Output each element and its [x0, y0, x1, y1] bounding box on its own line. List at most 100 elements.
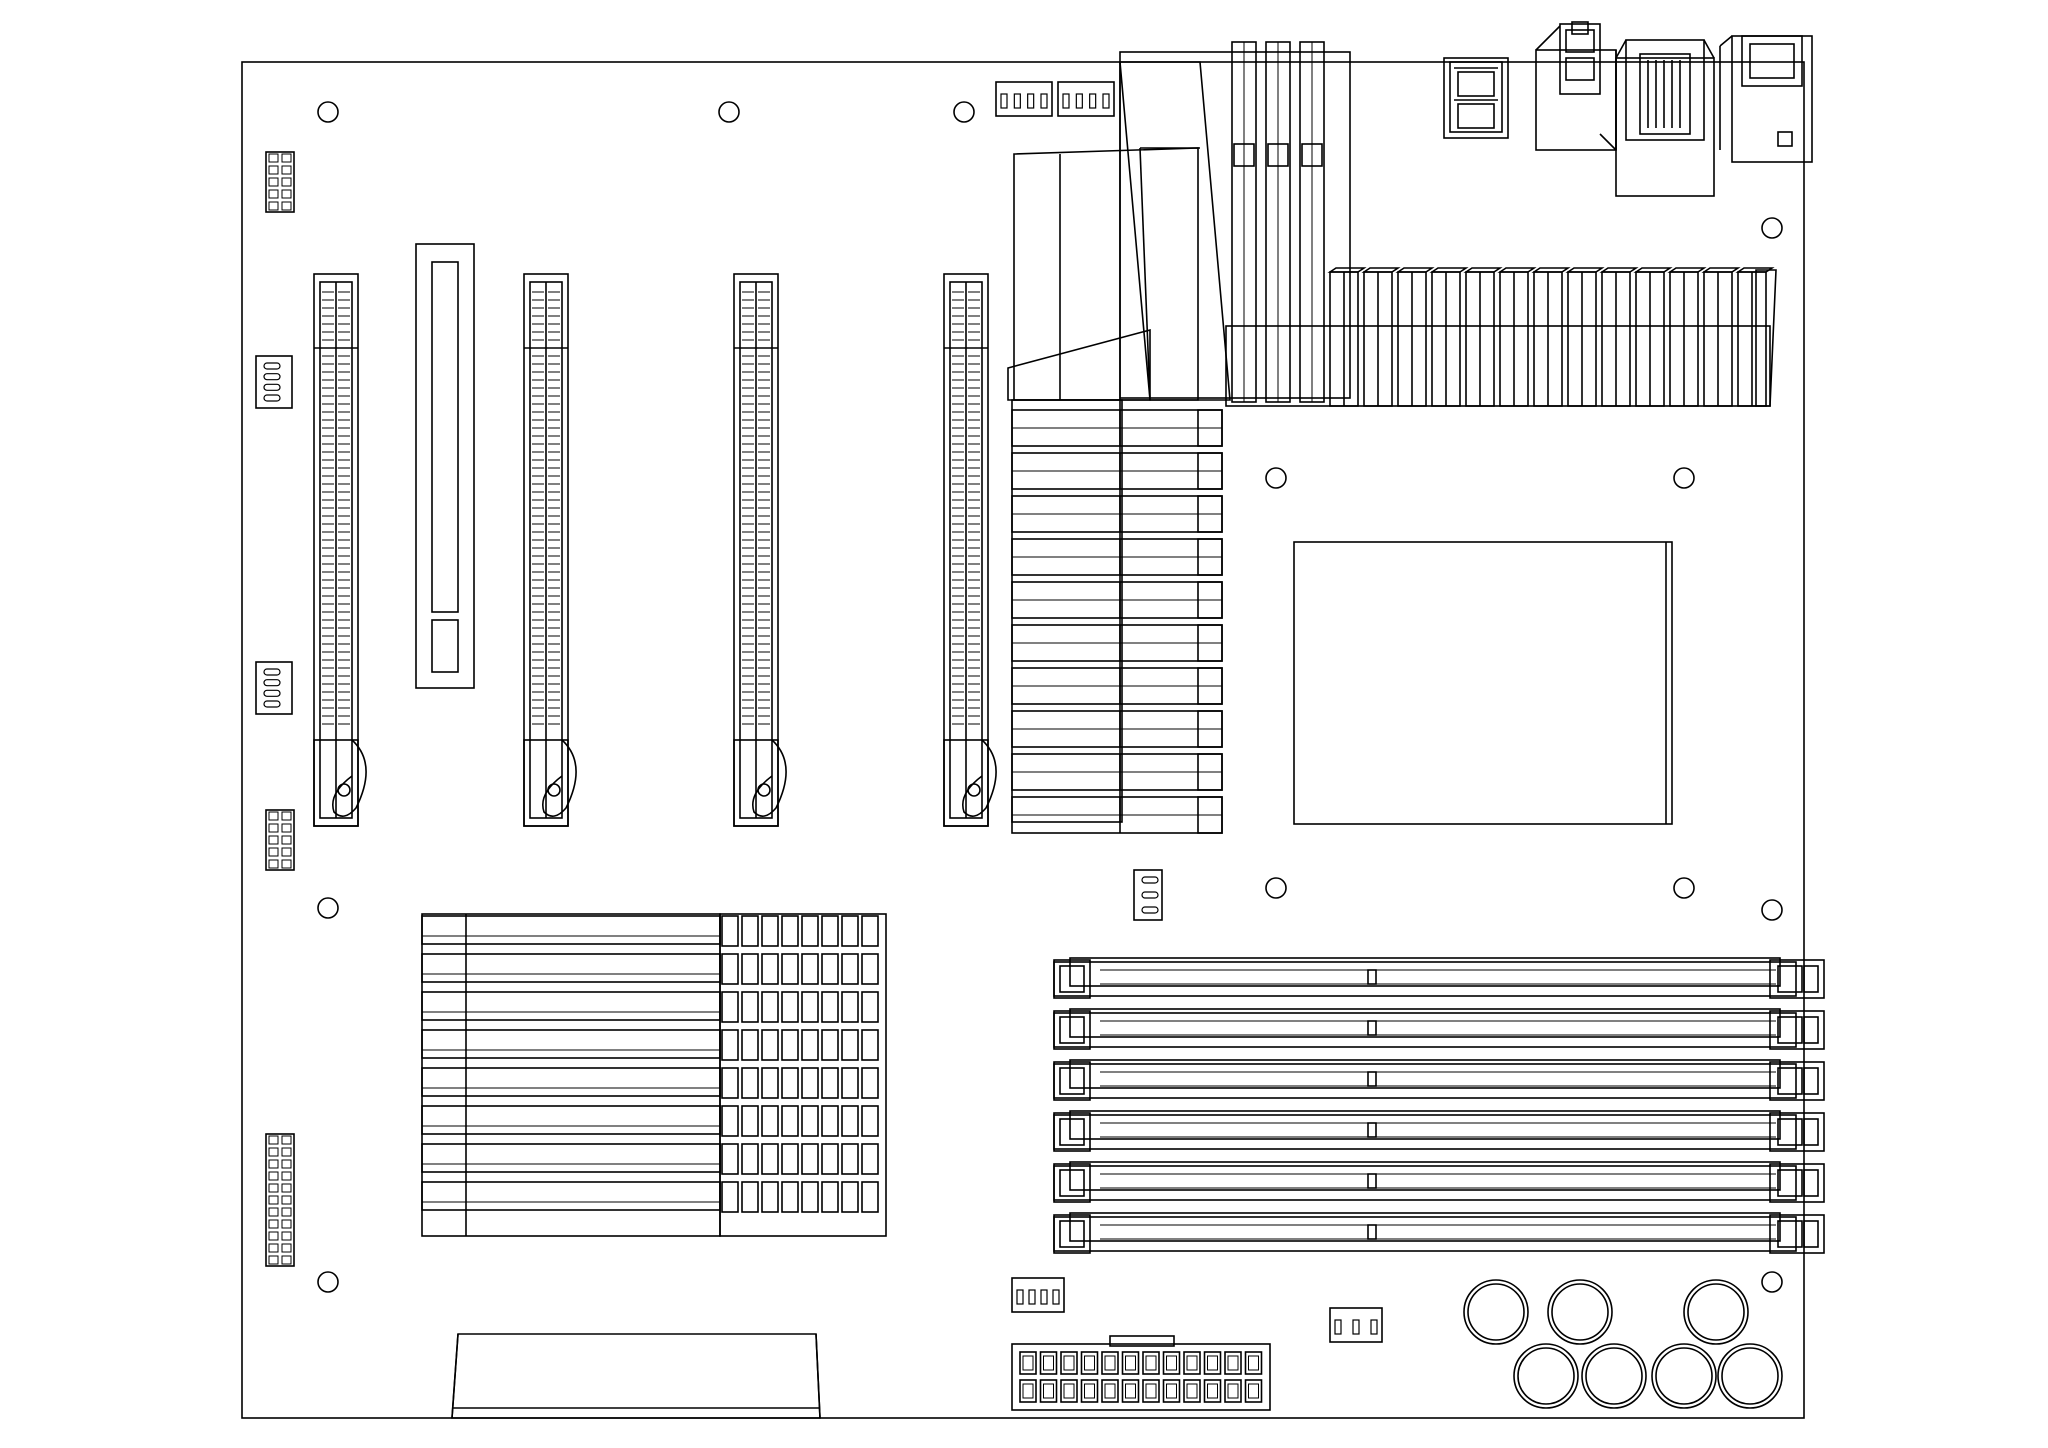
power-pin	[1244, 1379, 1263, 1403]
vrm-fin	[1011, 409, 1223, 447]
vrm-fin	[1011, 753, 1223, 791]
power-pin	[1121, 1351, 1140, 1375]
dimm-slot	[1053, 1161, 1825, 1203]
io-ports	[1443, 21, 1813, 197]
vrm-fin	[1701, 267, 1741, 407]
mounting-hole	[1265, 877, 1287, 899]
dimm-latch	[1769, 1163, 1825, 1203]
capacitor	[1463, 1279, 1529, 1345]
fan-header	[1329, 1307, 1383, 1343]
vrm-base	[1225, 325, 1771, 407]
pin-header	[265, 1133, 295, 1267]
capacitor	[1651, 1343, 1717, 1409]
fan-header	[995, 81, 1053, 117]
mounting-hole	[1761, 899, 1783, 921]
vrm-fin	[1011, 796, 1223, 834]
pcie-slot	[313, 273, 367, 827]
sata-port	[421, 1105, 879, 1137]
vrm-fin	[1735, 267, 1775, 407]
capacitor	[1581, 1343, 1647, 1409]
power-pin	[1060, 1351, 1078, 1375]
mounting-hole	[1673, 877, 1695, 899]
vrm-fin	[1011, 495, 1223, 533]
mounting-hole	[1761, 1271, 1783, 1293]
vrm-fin	[1361, 267, 1401, 407]
vrm-fin	[1429, 267, 1469, 407]
mounting-hole	[953, 101, 975, 123]
dimm-latch	[1053, 1112, 1091, 1152]
dimm-latch	[1053, 1010, 1091, 1050]
sata-port	[421, 1029, 879, 1061]
mounting-holes	[317, 101, 1783, 1293]
vrm-fin	[1011, 581, 1223, 619]
vrm-fin	[1011, 452, 1223, 490]
vrm-heatsink-left	[1011, 399, 1223, 834]
fan-header	[1011, 1277, 1065, 1313]
power-pin	[1162, 1351, 1181, 1375]
capacitor	[1513, 1343, 1579, 1409]
vrm-fin	[1633, 267, 1673, 407]
vrm-fin	[1011, 710, 1223, 748]
power-pin	[1019, 1379, 1037, 1403]
power-pin	[1060, 1379, 1078, 1403]
sata-ports	[421, 913, 887, 1237]
dimm-slot	[1053, 957, 1825, 999]
sata-port	[421, 915, 879, 947]
sata-port	[421, 1181, 879, 1213]
vrm-fin	[1327, 267, 1367, 407]
power-pin	[1039, 1379, 1058, 1403]
io-port-audio	[1535, 21, 1617, 151]
vrm-pillars	[1231, 41, 1325, 403]
dimm-latch	[1053, 1214, 1091, 1254]
vrm-fin	[1531, 267, 1571, 407]
mounting-hole	[317, 897, 339, 919]
dimm-slots	[1053, 957, 1825, 1254]
mounting-hole	[317, 101, 339, 123]
pin-headers	[265, 151, 295, 1267]
power-pin	[1019, 1351, 1037, 1375]
dimm-latch	[1053, 959, 1091, 999]
power-pin	[1142, 1379, 1160, 1403]
power-pin	[1224, 1379, 1242, 1403]
capacitor	[1683, 1279, 1749, 1345]
mounting-hole	[718, 101, 740, 123]
vrm-fin	[1667, 267, 1707, 407]
mounting-hole	[317, 1271, 339, 1293]
power-pin	[1203, 1351, 1222, 1375]
dimm-latch	[1769, 1010, 1825, 1050]
power-pin	[1162, 1379, 1181, 1403]
fan-headers	[255, 81, 1383, 1343]
dimm-slot	[1053, 1212, 1825, 1254]
dimm-latch	[1769, 1214, 1825, 1254]
capacitors	[1463, 1279, 1783, 1409]
power-pin	[1183, 1351, 1201, 1375]
pcie-slot	[733, 273, 787, 827]
vrm-fin	[1011, 624, 1223, 662]
dimm-latch	[1053, 1061, 1091, 1101]
power-pin	[1142, 1351, 1160, 1375]
power-pin	[1183, 1379, 1201, 1403]
dimm-slot	[1053, 1110, 1825, 1152]
fan-header	[255, 661, 293, 715]
vrm-fin	[1599, 267, 1639, 407]
sata-port	[421, 1067, 879, 1099]
pin-header	[265, 151, 295, 213]
fan-header	[255, 355, 293, 409]
mounting-hole	[1673, 467, 1695, 489]
sata-port	[421, 991, 879, 1023]
vrm-pillar	[1299, 41, 1325, 403]
cpu-socket	[1293, 541, 1673, 825]
atx-24pin-power-connector	[1011, 1335, 1271, 1411]
vrm-fin	[1463, 267, 1503, 407]
vrm-fin	[1497, 267, 1537, 407]
power-pin	[1203, 1379, 1222, 1403]
pcie-slot	[943, 273, 997, 827]
dimm-latch	[1769, 1061, 1825, 1101]
power-pin	[1039, 1351, 1058, 1375]
vrm-fin	[1011, 667, 1223, 705]
vrm-fin	[1011, 538, 1223, 576]
dimm-latch	[1053, 1163, 1091, 1203]
power-pin	[1224, 1351, 1242, 1375]
chipset-heatsink-bottom	[451, 1333, 821, 1419]
vrm-fin	[1565, 267, 1605, 407]
